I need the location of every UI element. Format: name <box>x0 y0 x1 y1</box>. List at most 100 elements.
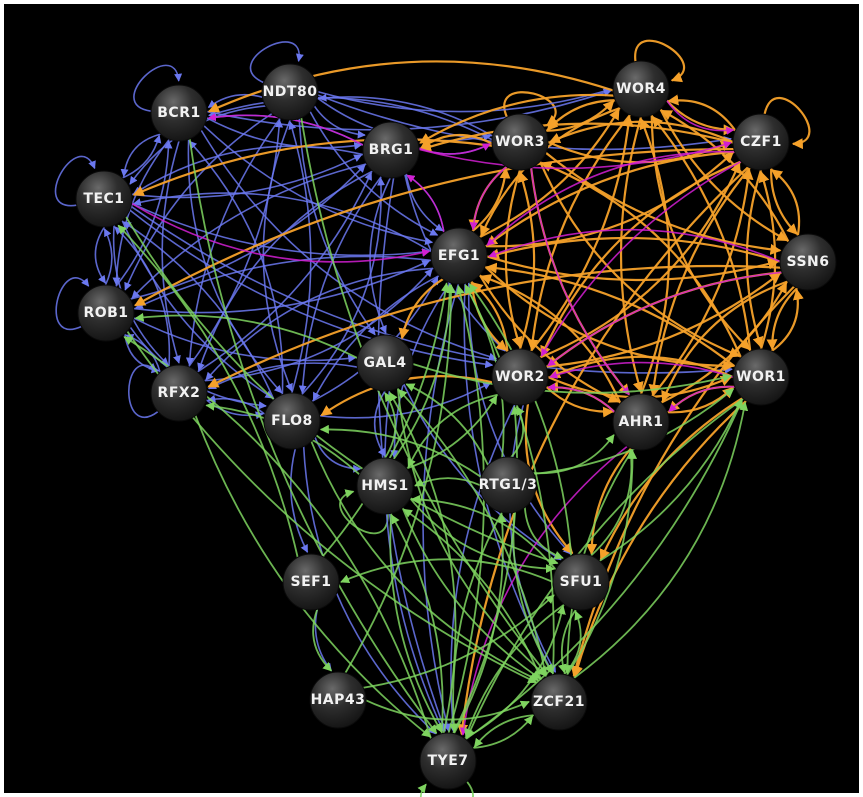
edge-WOR3-to-WOR4 <box>545 100 615 132</box>
node-circle <box>779 233 837 291</box>
edge-WOR2-to-SSN6 <box>545 272 782 368</box>
edge-NDT80-to-NDT80 <box>249 41 304 84</box>
node-wor1: WOR1 <box>732 348 790 406</box>
node-label: SSN6 <box>787 254 830 270</box>
edge-SEF1-to-HAP43 <box>312 608 332 672</box>
node-circle <box>552 553 610 611</box>
node-flo8: FLO8 <box>263 392 321 450</box>
edge-TYE7-to-WOR2 <box>452 405 520 734</box>
node-czf1: CZF1 <box>732 113 790 171</box>
node-label: WOR2 <box>495 369 545 385</box>
edge-RTG1-3-to-SFU1 <box>523 507 564 560</box>
node-label: WOR4 <box>616 81 666 97</box>
edge-HMS1-to-GAL4 <box>384 392 397 459</box>
edge-CZF1-to-ROB1 <box>134 147 734 307</box>
node-circle <box>612 60 670 118</box>
edge-WOR1-to-EFG1 <box>485 262 736 368</box>
edge-WOR1-to-SSN6 <box>770 288 804 352</box>
edge-ZCF21-to-TYE7 <box>473 714 535 748</box>
node-ahr1: AHR1 <box>612 393 670 451</box>
node-label: BRG1 <box>369 142 414 158</box>
node-circle <box>150 84 208 142</box>
node-label: SFU1 <box>560 574 603 590</box>
edge-ROB1-to-BCR1 <box>114 140 173 288</box>
node-tec1: TEC1 <box>75 170 133 228</box>
edge-WOR1-to-AHR1 <box>668 385 735 413</box>
edge-WOR4-to-WOR4 <box>634 39 686 83</box>
edge-TEC1-to-EFG1 <box>131 202 431 257</box>
node-circle <box>356 457 414 515</box>
edge-WOR2-to-HMS1 <box>407 393 499 468</box>
node-label: GAL4 <box>364 355 407 371</box>
edge-SSN6-to-AHR1 <box>661 280 789 403</box>
edge-WOR1-to-CZF1 <box>758 170 777 350</box>
edge-HMS1-to-SFU1 <box>409 497 555 574</box>
edge-WOR2-to-EFG1 <box>471 281 509 353</box>
node-wor2: WOR2 <box>491 348 549 406</box>
edge-FLO8-to-TEC1 <box>122 221 275 400</box>
edge-WOR1-to-TYE7 <box>466 397 744 739</box>
edge-SSN6-to-WOR1 <box>766 287 799 351</box>
edge-HMS1-to-TYE7 <box>389 513 443 733</box>
edge-HAP43-to-ZCF21 <box>365 699 530 721</box>
edge-FLO8-to-RFX2 <box>207 394 266 415</box>
edge-AHR1-to-WOR4 <box>639 117 671 395</box>
edge-NDT80-to-ZCF21 <box>300 117 548 676</box>
node-circle <box>282 553 340 611</box>
node-label: RTG1/3 <box>479 477 538 493</box>
edge-TYE7-to-HMS1 <box>390 514 444 734</box>
edge-BCR1-to-WOR4 <box>206 89 612 131</box>
edge-ROB1-to-EFG1 <box>133 260 431 314</box>
edge-SSN6-to-WOR2 <box>547 271 783 367</box>
edge-SSN6-to-EFG1 <box>487 236 781 263</box>
edge-ZCF21-to-HMS1 <box>403 508 543 681</box>
edge-GAL4-to-ROB1 <box>134 312 358 359</box>
node-circle <box>479 456 537 514</box>
node-label: ZCF21 <box>533 694 585 710</box>
node-circle <box>261 63 319 121</box>
node-label: HMS1 <box>361 478 408 494</box>
edge-SFU1-to-AHR1 <box>590 449 636 557</box>
edge-RFX2-to-TEC1 <box>114 226 171 367</box>
edge-ZCF21-to-EFG1 <box>464 284 555 675</box>
edge-TYE7-to-EFG1 <box>447 285 485 734</box>
node-circle <box>419 732 477 790</box>
node-label: WOR3 <box>495 134 545 150</box>
node-label: BCR1 <box>157 105 200 121</box>
edge-EFG1-to-BRG1 <box>406 174 445 233</box>
edge-WOR3-to-NDT80 <box>318 93 494 137</box>
edge-ZCF21-to-GAL4 <box>398 389 548 678</box>
node-label: RFX2 <box>158 385 201 401</box>
edge-FLO8-to-BRG1 <box>301 177 386 396</box>
edge-FLO8-to-TYE7 <box>302 446 437 735</box>
node-circle <box>430 227 488 285</box>
edge-WOR3-to-WOR3 <box>503 91 559 126</box>
edge-GAL4-to-WOR1 <box>412 363 732 394</box>
edge-WOR1-to-WOR3 <box>540 161 742 358</box>
node-label: WOR1 <box>736 369 786 385</box>
node-label: SEF1 <box>291 574 332 590</box>
node-wor4: WOR4 <box>612 60 670 118</box>
edge-NDT80-to-ROB1 <box>124 112 273 291</box>
node-circle <box>150 364 208 422</box>
edge-EFG1-to-TEC1 <box>132 192 432 253</box>
node-label: NDT80 <box>263 84 318 100</box>
edge-AHR1-to-SSN6 <box>660 281 788 404</box>
edge-SEF1-to-TEC1 <box>117 224 299 558</box>
edge-FLO8-to-BCR1 <box>188 140 284 395</box>
edge-BCR1-to-WOR2 <box>200 129 498 361</box>
node-brg1: BRG1 <box>362 121 420 179</box>
node-label: FLO8 <box>271 413 313 429</box>
node-circle <box>309 671 367 729</box>
edge-WOR4-to-WOR2 <box>527 114 632 351</box>
edge-WOR3-to-BRG1 <box>420 133 493 150</box>
edge-WOR3-to-AHR1 <box>530 167 630 396</box>
edge-WOR3-to-WOR2 <box>504 169 523 349</box>
edge-WOR1-to-WOR4 <box>651 115 752 352</box>
node-efg1: EFG1 <box>430 227 488 285</box>
edge-CZF1-to-WOR4 <box>667 94 737 132</box>
edge-SSN6-to-ZCF21 <box>570 285 795 677</box>
edge-SFU1-to-EFG1 <box>468 283 573 556</box>
edge-SFU1-to-HMS1 <box>411 494 557 571</box>
